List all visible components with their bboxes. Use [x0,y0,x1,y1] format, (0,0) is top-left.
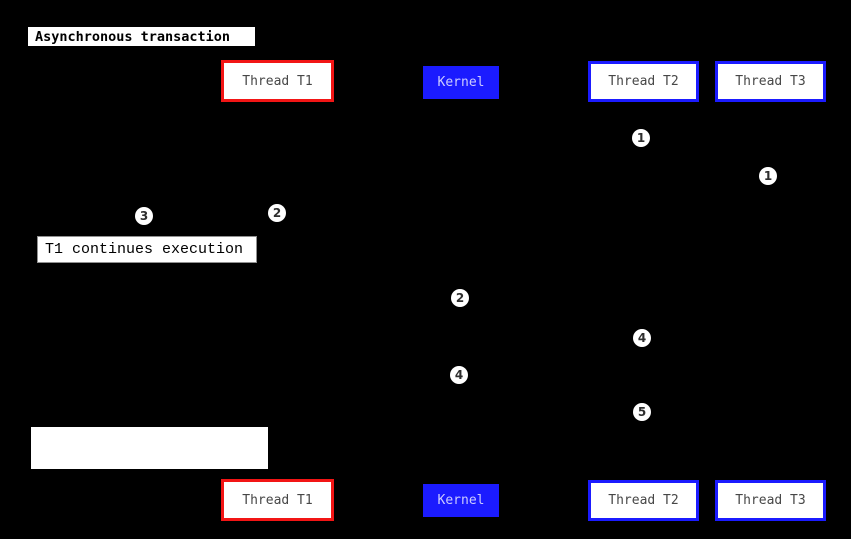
step-marker-5-thread-t2: 5 [633,403,651,421]
step-marker-2-thread-t1: 2 [268,204,286,222]
participant-thread-t2-bottom: Thread T2 [588,480,699,521]
participant-kernel-bottom: Kernel [423,484,499,517]
participant-thread-t1-top: Thread T1 [221,60,334,102]
participant-thread-t3-top: Thread T3 [715,61,826,102]
participant-thread-t1-bottom: Thread T1 [221,479,334,521]
step-marker-2-kernel: 2 [451,289,469,307]
participant-thread-t3-bottom: Thread T3 [715,480,826,521]
diagram-title: Asynchronous transaction [28,27,255,46]
step-marker-1-thread-t3: 1 [759,167,777,185]
step-marker-4-kernel: 4 [450,366,468,384]
participant-kernel-top: Kernel [423,66,499,99]
step-marker-3-left-of-t1: 3 [135,207,153,225]
note-t1-continues-execution: T1 continues execution [37,236,257,263]
step-marker-4-thread-t2: 4 [633,329,651,347]
step-marker-1-thread-t2: 1 [632,129,650,147]
participant-thread-t2-top: Thread T2 [588,61,699,102]
blank-note-box [31,427,268,469]
